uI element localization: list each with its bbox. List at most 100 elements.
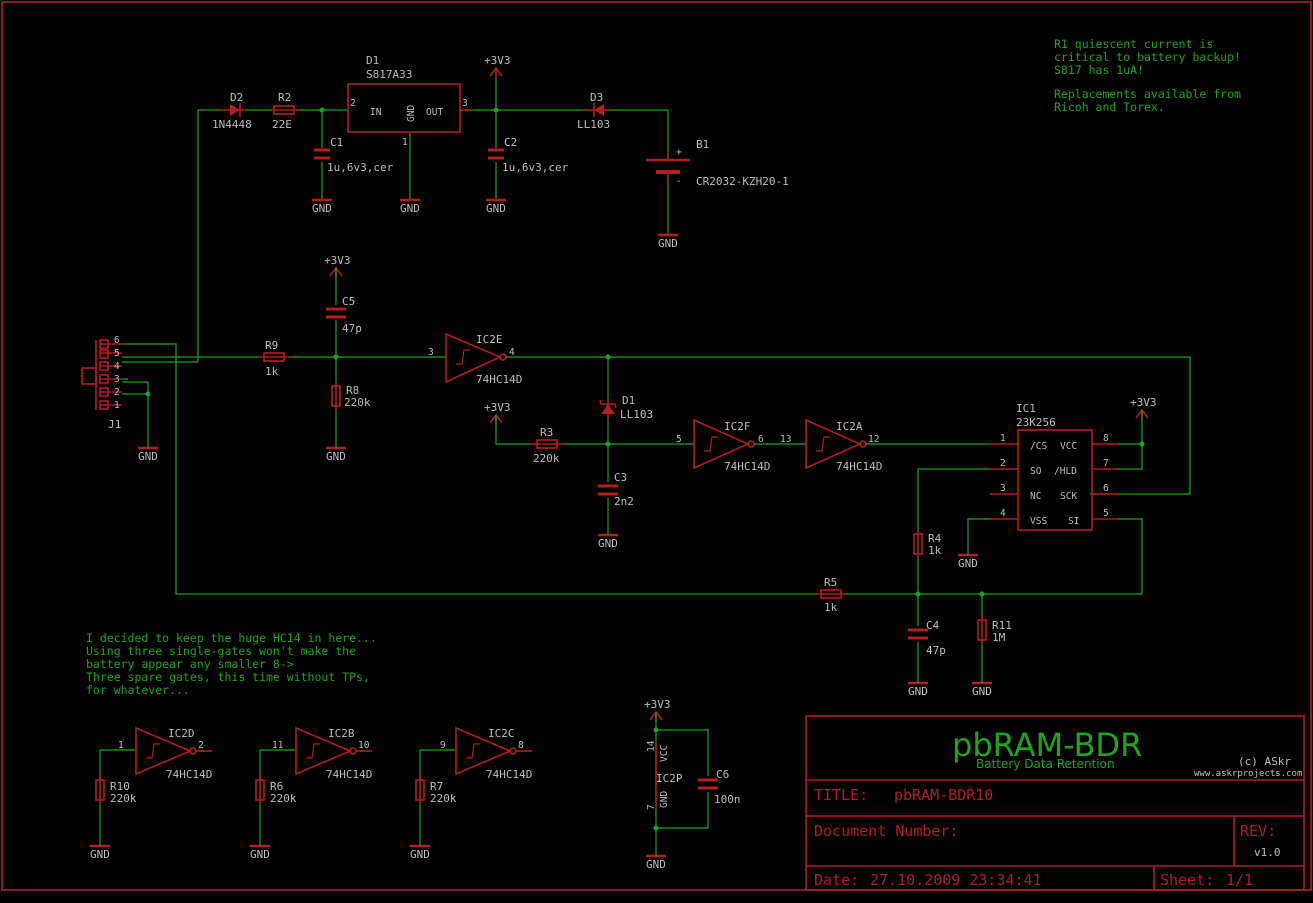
- gnd-label: GND: [312, 202, 332, 215]
- b1-plus: +: [676, 147, 682, 158]
- spare-gates: IC2D 74HC14D 1 2 R10 220k IC2B 74HC14D 1…: [95, 712, 741, 856]
- ic2b-in: 11: [272, 740, 284, 751]
- gnd-label: GND: [410, 848, 430, 861]
- gnd-supply-symbol: GND: [598, 533, 618, 550]
- r3-ref: R3: [540, 426, 553, 439]
- ic2d-out: 2: [198, 740, 204, 751]
- resistor-r7: R7 220k: [415, 776, 457, 805]
- capacitor-c5: C5 47p: [326, 295, 362, 335]
- r9-ref: R9: [265, 339, 278, 352]
- note-tr-line-1: critical to battery backup!: [1054, 50, 1241, 64]
- input-section: 6 5 4 3 2 1 J1 R9 1k C5: [81, 268, 816, 595]
- b1-ref: B1: [696, 138, 709, 151]
- gnd-label: GND: [90, 848, 110, 861]
- c6-ref: C6: [716, 768, 729, 781]
- ic2e-in: 3: [428, 347, 434, 358]
- ic1-pin-so: SO: [1030, 466, 1042, 477]
- note-tr-line-2: S817 has 1uA!: [1054, 63, 1144, 77]
- resistor-r9: R9 1k: [258, 339, 290, 378]
- ic2p-vcc: VCC: [659, 745, 670, 762]
- note-tr-line-4: Replacements available from: [1054, 87, 1241, 101]
- reg-pin1: 1: [402, 137, 408, 148]
- ic2d-in: 1: [118, 740, 124, 751]
- gnd-label: GND: [646, 858, 666, 871]
- resistor-r6: R6 220k: [255, 776, 297, 805]
- b1-minus: -: [676, 176, 682, 187]
- reg-out-pin: OUT: [426, 107, 443, 118]
- ic2d-value: 74HC14D: [166, 768, 212, 781]
- r7-ref: R7: [430, 780, 443, 793]
- r4-value: 1k: [928, 544, 942, 557]
- title-value: pbRAM-BDR10: [894, 786, 993, 804]
- vcc-supply-symbol: +3V3: [484, 401, 511, 425]
- ic2d-ref: IC2D: [168, 727, 195, 740]
- ic2e-ref: IC2E: [476, 333, 503, 346]
- sheet-value: 1/1: [1226, 871, 1253, 889]
- ic1-sram: IC1 23K256 /CS SO NC VSS VCC /HLD SCK SI…: [990, 402, 1118, 531]
- battery-b1: B1 + - CR2032-KZH20-1: [646, 138, 789, 188]
- project-url: www.askrprojects.com: [1194, 769, 1302, 779]
- gnd-label: GND: [958, 557, 978, 570]
- resistor-r2: R2 22E: [270, 91, 298, 131]
- r2-ref: R2: [278, 91, 291, 104]
- gnd-supply-symbol: GND: [326, 446, 346, 463]
- r7-value: 220k: [430, 792, 457, 805]
- revision-label: REV:: [1240, 822, 1276, 840]
- ic1-num-5: 5: [1103, 508, 1109, 519]
- reg-gnd-pin: GND: [406, 105, 417, 122]
- ic2p-pin7: 7: [646, 804, 657, 810]
- ic1-pin-vss: VSS: [1030, 516, 1047, 527]
- revision-value: v1.0: [1254, 846, 1281, 859]
- vcc-label: +3V3: [484, 401, 511, 414]
- ic2e-out: 4: [509, 347, 515, 358]
- r11-ref: R11: [992, 619, 1012, 632]
- j1-ref: J1: [108, 418, 121, 431]
- capacitor-c1: C1 1u,6v3,cer: [314, 136, 394, 174]
- ic1-pin-vcc: VCC: [1060, 441, 1077, 452]
- gate-ic2b: IC2B 74HC14D 11 10: [272, 726, 372, 781]
- gate-ic2c: IC2C 74HC14D 9 8: [440, 726, 532, 781]
- diode-d2: D2 1N4448: [212, 91, 252, 131]
- ic1-pin-nc: NC: [1030, 491, 1041, 502]
- c3-value: 2n2: [614, 495, 634, 508]
- document-number-label: Document Number:: [814, 822, 959, 840]
- gnd-supply-symbol: GND: [972, 681, 992, 698]
- j1-pin5: 5: [114, 348, 120, 359]
- diode-d1: D1 LL103: [599, 394, 653, 421]
- gnd-label: GND: [250, 848, 270, 861]
- ic2a-value: 74HC14D: [836, 460, 882, 473]
- ic1-num-8: 8: [1103, 433, 1109, 444]
- ic1-pin-si: SI: [1068, 516, 1079, 527]
- ic1-pin-cs: /CS: [1030, 441, 1047, 452]
- date-value: 27.10.2009 23:34:41: [870, 871, 1042, 889]
- c4-value: 47p: [926, 644, 946, 657]
- ic2p-pin14: 14: [646, 740, 657, 752]
- gnd-supply-symbol: GND: [250, 844, 270, 861]
- gnd-supply-symbol: GND: [486, 198, 506, 215]
- resistor-r4: R4 1k: [913, 530, 942, 558]
- d2-ref: D2: [230, 91, 243, 104]
- d3-value: LL103: [577, 118, 610, 131]
- r9-value: 1k: [265, 365, 279, 378]
- resistor-r5: R5 1k: [816, 576, 846, 614]
- c1-ref: C1: [330, 136, 343, 149]
- ic2c-value: 74HC14D: [486, 768, 532, 781]
- c5-ref: C5: [342, 295, 355, 308]
- resistor-r10: R10 220k: [95, 776, 137, 805]
- r5-value: 1k: [824, 601, 838, 614]
- ic2a-ref: IC2A: [836, 420, 863, 433]
- d2-value: 1N4448: [212, 118, 252, 131]
- vcc-label: +3V3: [1130, 396, 1157, 409]
- ic1-ref: IC1: [1016, 402, 1036, 415]
- vcc-supply-symbol: +3V3: [1130, 396, 1157, 420]
- note-bl-line-4: for whatever...: [86, 683, 190, 697]
- j1-pin2: 2: [114, 387, 120, 398]
- gnd-label: GND: [908, 685, 928, 698]
- ic1-pin-sck: SCK: [1060, 491, 1077, 502]
- title-block: pbRAM-BDR Battery Data Retention (c) ASk…: [805, 715, 1305, 891]
- gnd-label: GND: [326, 450, 346, 463]
- copyright: (c) ASkr: [1238, 755, 1291, 768]
- note-tr-line-0: R1 quiescent current is: [1054, 37, 1213, 51]
